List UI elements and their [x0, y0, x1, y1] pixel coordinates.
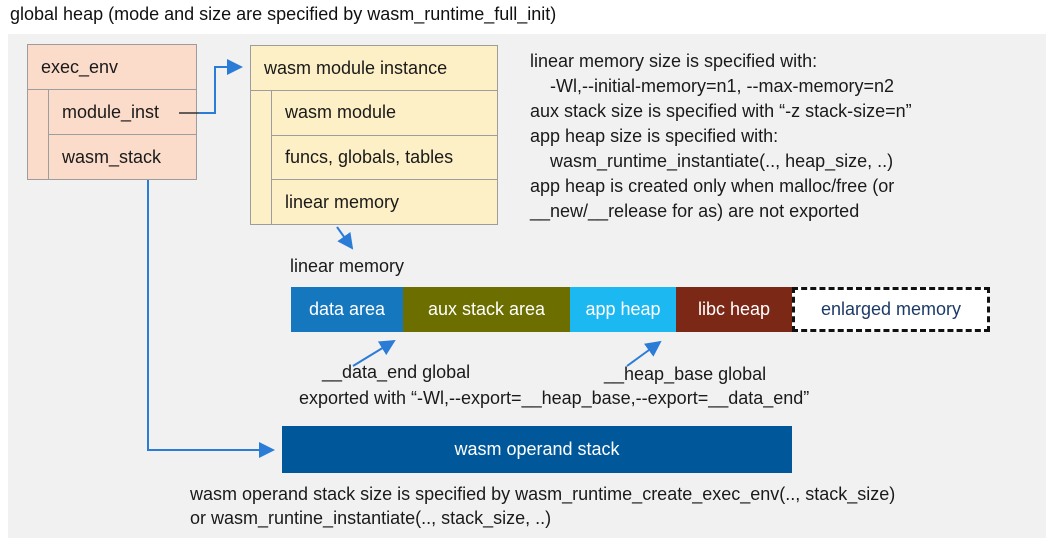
linear-memory-bar: data area aux stack area app heap libc h…	[291, 287, 792, 332]
segment-app-heap: app heap	[570, 287, 676, 332]
heap-base-global-label: __heap_base global	[604, 364, 767, 384]
wasm-operand-stack-bar: wasm operand stack	[282, 426, 792, 473]
data-end-global-label: __data_end global	[322, 362, 471, 382]
note-line: -Wl,--initial-memory=n1, --max-memory=n2	[550, 76, 895, 96]
note-line: wasm_runtime_instantiate(.., heap_size, …	[550, 151, 894, 171]
note-line: or wasm_runtine_instantiate(.., stack_si…	[190, 508, 552, 528]
module-instance-header: wasm module instance	[251, 46, 497, 91]
page-title: global heap (mode and size are specified…	[10, 4, 557, 24]
exec-env-body: module_inst wasm_stack	[28, 90, 196, 179]
exec-env-row-wasm-stack: wasm_stack	[62, 146, 162, 167]
note-line: linear memory size is specified with:	[530, 51, 818, 71]
segment-data-area: data area	[291, 287, 403, 332]
module-instance-box: wasm module instance wasm module funcs, …	[250, 45, 498, 225]
linear-memory-label: linear memory	[290, 256, 405, 276]
segment-enlarged-memory: enlarged memory	[792, 287, 990, 332]
note-line: app heap size is specified with:	[530, 126, 779, 146]
module-instance-row-linear-memory: linear memory	[285, 191, 400, 212]
note-line: aux stack size is specified with “-z sta…	[530, 101, 912, 121]
note-line: wasm operand stack size is specified by …	[190, 484, 896, 504]
module-instance-gutter	[251, 91, 272, 224]
exec-env-row-module-inst: module_inst	[49, 90, 196, 135]
exec-env-gutter	[28, 90, 49, 179]
operand-stack-notes: wasm operand stack size is specified by …	[190, 482, 895, 530]
exec-env-header: exec_env	[28, 45, 196, 90]
module-instance-row-funcs-globals-tables: funcs, globals, tables	[272, 136, 497, 181]
segment-libc-heap: libc heap	[676, 287, 792, 332]
module-instance-body: wasm module funcs, globals, tables linea…	[251, 91, 497, 224]
export-flags-label: exported with “-Wl,--export=__heap_base,…	[299, 388, 810, 408]
module-instance-row-wasm-module: wasm module	[272, 91, 497, 136]
note-line: __new/__release for as) are not exported	[530, 201, 860, 221]
right-notes: linear memory size is specified with: -W…	[530, 49, 1030, 224]
segment-aux-stack-area: aux stack area	[403, 287, 570, 332]
note-line: app heap is created only when malloc/fre…	[530, 176, 895, 196]
exec-env-box: exec_env module_inst wasm_stack	[27, 44, 197, 180]
